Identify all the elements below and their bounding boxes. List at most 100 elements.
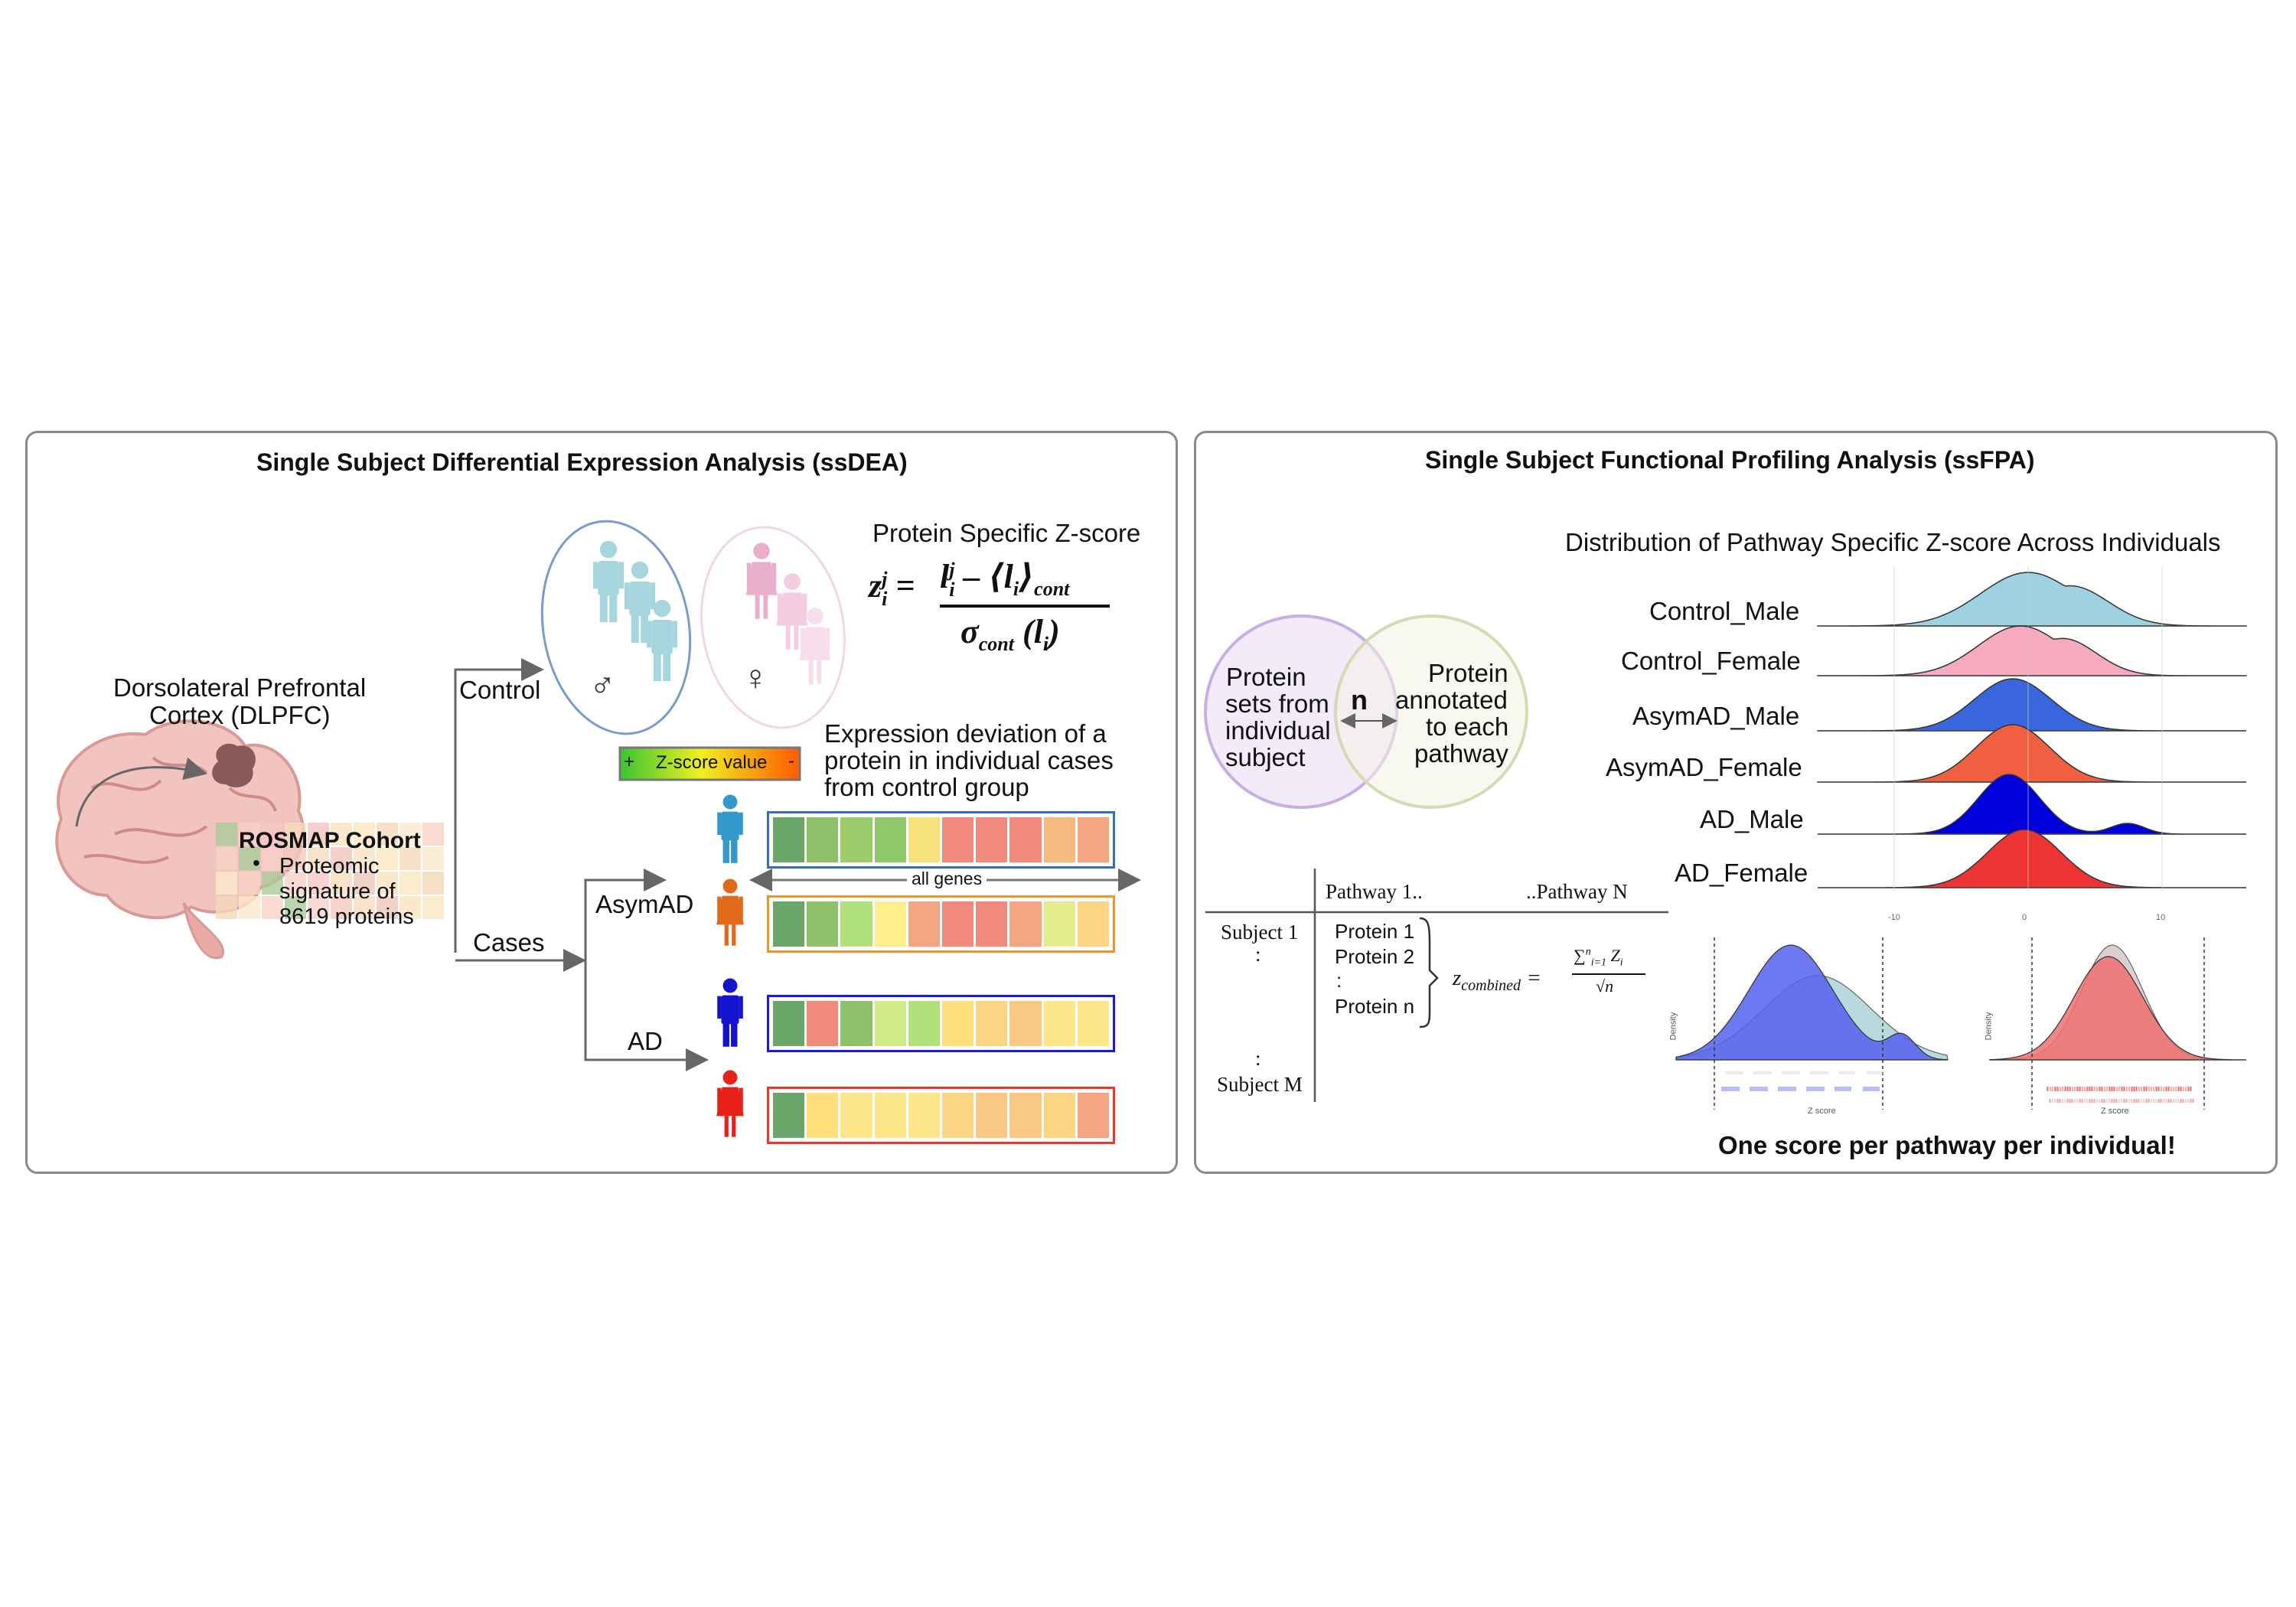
deviation-text-line2: protein in individual cases	[824, 746, 1114, 774]
zscore-fraction-line	[940, 605, 1110, 608]
legend-plus: +	[624, 751, 635, 772]
heatmap-cell	[377, 823, 398, 846]
heatmap-cell	[354, 872, 375, 895]
venn-right-line3: to each	[1426, 712, 1509, 741]
expression-cell	[874, 1001, 906, 1046]
heatmap-cell	[216, 896, 237, 919]
expression-cell	[1043, 1001, 1075, 1046]
control-label: Control	[459, 676, 541, 704]
expression-cell	[1077, 901, 1110, 947]
cohort-bullet-line2: signature of	[279, 879, 396, 904]
table-colon-1: :	[1255, 943, 1261, 966]
heatmap-cell	[354, 847, 375, 870]
expression-cell	[773, 1093, 805, 1138]
male-person-icon	[593, 540, 624, 622]
expression-cell	[1043, 901, 1075, 947]
protein-n-label: Protein n	[1335, 995, 1415, 1018]
venn-left-line4: subject	[1225, 743, 1306, 771]
heatmap-cell	[422, 896, 444, 919]
zcombined-fraction-line	[1572, 973, 1645, 975]
cohort-bullet-line1: Proteomic	[279, 854, 380, 878]
protein-2-label: Protein 2	[1335, 945, 1415, 968]
venn-pathway-circle	[1334, 614, 1528, 809]
heatmap-cell	[331, 847, 352, 870]
expression-cell	[874, 1093, 906, 1138]
mini-density-plots	[1675, 937, 2247, 1110]
ridge-label: Control_Male	[1649, 597, 1800, 625]
zscore-formula-denominator: σcont (li)	[960, 613, 1060, 655]
expression-cell	[807, 901, 839, 947]
heatmap-cell	[216, 847, 237, 870]
heatmap-cell	[331, 896, 352, 919]
expression-cell	[840, 817, 872, 862]
heatmap-cell	[239, 823, 260, 846]
expression-cell	[874, 901, 906, 947]
zscore-legend-bar	[618, 746, 801, 781]
heatmap-cell	[285, 872, 306, 895]
female-control-oval	[700, 526, 846, 729]
expression-bar	[767, 811, 1115, 869]
brain-arrow	[75, 757, 207, 827]
expression-cell	[908, 817, 941, 862]
bullet-icon: •	[253, 851, 260, 875]
zcombined-formula-numerator: ∑ni=1 Zi	[1574, 946, 1623, 969]
venn-right-line2: annotated	[1395, 686, 1508, 714]
table-subject-1: Subject 1	[1221, 921, 1299, 944]
heatmap-cell	[239, 872, 260, 895]
legend-minus: -	[788, 751, 794, 771]
expression-cell	[942, 1093, 974, 1138]
heatmap-cell	[216, 872, 237, 895]
expression-cell	[773, 901, 805, 947]
mini-plot1-ylabel: Density	[1668, 1012, 1678, 1041]
distribution-title: Distribution of Pathway Specific Z-score…	[1565, 528, 2221, 556]
ridge-density	[1818, 774, 2246, 835]
heatmap-cell	[400, 896, 421, 919]
expression-cell	[942, 817, 974, 862]
ridge-tick-label: 0	[2022, 913, 2027, 922]
heatmap-cell	[308, 896, 329, 919]
mini-density-case	[1675, 944, 1949, 1061]
ridge-label: AsymAD_Female	[1606, 753, 1802, 781]
control-people-icons	[593, 540, 831, 684]
expression-cell	[874, 817, 906, 862]
heatmap-cell	[285, 847, 306, 870]
expression-cell	[1009, 1093, 1042, 1138]
expression-cell	[840, 1093, 872, 1138]
expression-cell	[1077, 1001, 1110, 1046]
expression-cell	[1009, 901, 1042, 947]
zscore-title: Protein Specific Z-score	[872, 519, 1141, 547]
heatmap-cell	[422, 847, 444, 870]
heatmap-cell	[262, 847, 283, 870]
protein-1-label: Protein 1	[1335, 920, 1415, 943]
expression-cell	[1077, 1093, 1110, 1138]
asymad-label: AsymAD	[595, 890, 694, 918]
heatmap-cell	[239, 896, 260, 919]
expression-bar	[767, 1087, 1115, 1144]
dlpfc-label-line2: Cortex (DLPFC)	[149, 701, 331, 729]
ridge-label: AD_Male	[1700, 805, 1804, 833]
ridge-density	[1818, 678, 2246, 732]
ridge-label: Control_Female	[1621, 647, 1801, 675]
heatmap-cell	[377, 896, 398, 919]
expression-cell	[976, 817, 1008, 862]
expression-cell	[840, 1001, 872, 1046]
heatmap-cell	[216, 823, 237, 846]
heatmap-cell	[262, 872, 283, 895]
ridge-plot	[1817, 566, 2247, 892]
expression-cell	[1043, 1093, 1075, 1138]
expression-cell	[1009, 817, 1042, 862]
ridge-density	[1818, 829, 2246, 888]
one-score-statement: One score per pathway per individual!	[1718, 1131, 2176, 1159]
expression-cell	[773, 1001, 805, 1046]
male-person-icon	[625, 561, 655, 643]
expression-bar	[767, 895, 1115, 953]
expression-cell	[773, 817, 805, 862]
heatmap-cell	[262, 896, 283, 919]
male-case-person-icon	[717, 794, 743, 863]
ridge-density	[1818, 724, 2246, 783]
expression-cell	[942, 1001, 974, 1046]
mini-plot2-ylabel: Density	[1984, 1012, 1994, 1041]
ad-label: AD	[628, 1027, 663, 1055]
